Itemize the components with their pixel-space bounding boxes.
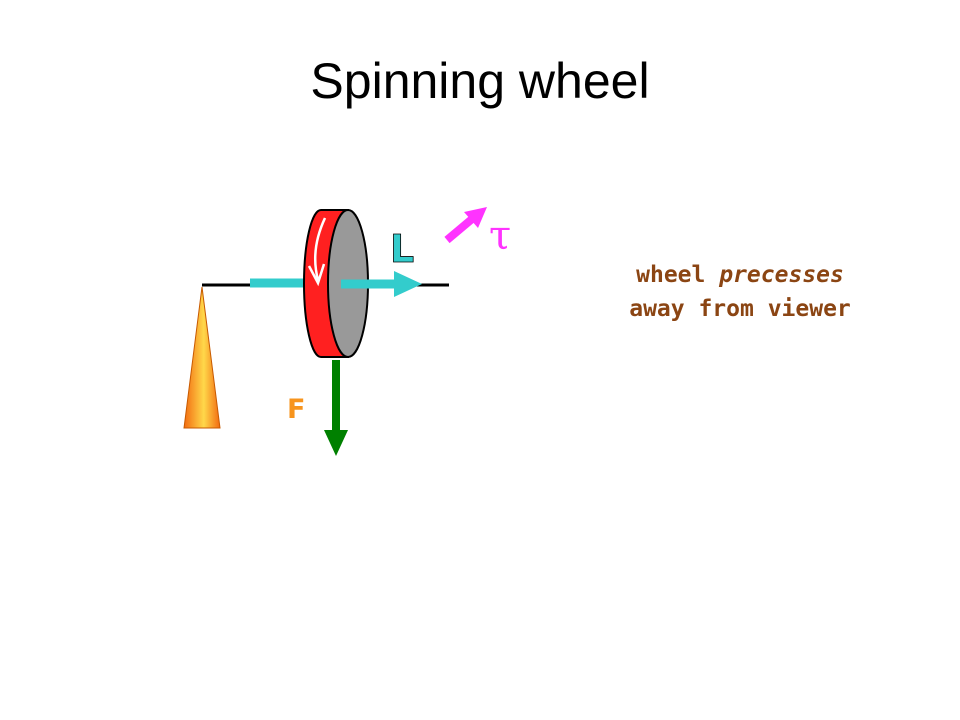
spin-direction-arrow [313,217,327,281]
torque-arrow-shaft [444,215,475,244]
caption-word-precesses: precesses [719,262,844,288]
force-arrowhead [324,430,348,456]
pivot-stand [183,286,221,429]
torque-arrowhead [464,207,487,228]
caption: wheel precesses away from viewer [560,258,920,326]
label-F: F [287,394,305,425]
caption-line-1: wheel precesses [560,258,920,292]
spin-direction-arrowhead [307,263,326,287]
caption-word-wheel: wheel [636,262,706,288]
angular-momentum-arrowhead [394,271,422,297]
label-tau: τ [489,213,511,259]
label-L: L [390,227,414,271]
slide-title: Spinning wheel [310,53,650,109]
caption-line-2: away from viewer [629,296,851,322]
